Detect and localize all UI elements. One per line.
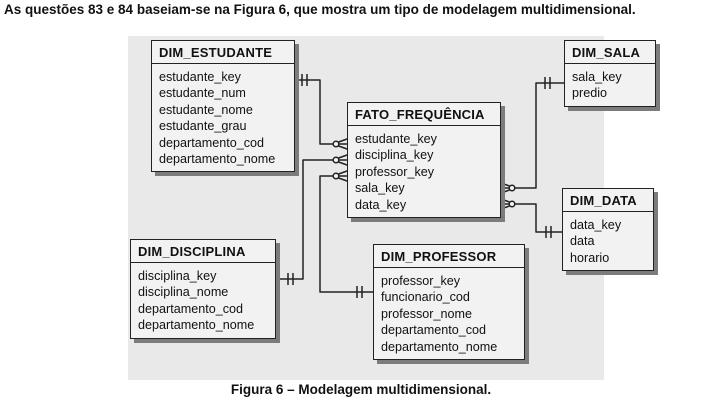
- field: departamento_cod: [138, 301, 244, 316]
- professor-one-mark: [356, 286, 363, 298]
- field: disciplina_nome: [138, 285, 229, 300]
- field: departamento_nome: [138, 318, 255, 333]
- table-dim-data: DIM_DATA data_key data horario: [562, 188, 654, 272]
- table-title: DIM_DISCIPLINA: [131, 240, 275, 263]
- sala-zero-mark: [508, 184, 516, 192]
- disciplina-one-mark: [287, 273, 294, 285]
- field: professor_key: [381, 274, 461, 288]
- table-dim-disciplina: DIM_DISCIPLINA disciplina_key disciplina…: [130, 239, 276, 339]
- relation-sala-line: [501, 82, 564, 189]
- field: departamento_cod: [381, 323, 487, 338]
- field: sala_key: [572, 70, 622, 84]
- table-dim-professor: DIM_PROFESSOR professor_key funcionario_…: [373, 244, 525, 361]
- relation-estudante-line: [296, 79, 347, 145]
- field: sala_key: [355, 181, 405, 196]
- field: estudante_num: [159, 86, 246, 101]
- field: data_key: [355, 197, 407, 212]
- field-list: data_key data horario: [563, 212, 653, 270]
- field: horario: [570, 250, 610, 265]
- field: funcionario_cod: [381, 290, 470, 305]
- field: disciplina_key: [355, 148, 434, 163]
- table-title: DIM_DATA: [563, 189, 653, 212]
- field: estudante_grau: [159, 119, 247, 134]
- field-list: estudante_key estudante_num estudante_no…: [152, 64, 294, 171]
- estudante-one-mark: [301, 74, 308, 86]
- field: data: [570, 234, 595, 249]
- table-dim-estudante: DIM_ESTUDANTE estudante_key estudante_nu…: [151, 40, 295, 173]
- table-fato-frequencia: FATO_FREQUÊNCIA estudante_key disciplina…: [347, 102, 501, 219]
- relation-data-line: [501, 203, 562, 233]
- field: departamento_cod: [159, 135, 265, 150]
- field-list: estudante_key disciplina_key professor_k…: [348, 126, 500, 217]
- professor-zero-mark: [332, 172, 340, 180]
- data-zero-mark: [508, 200, 516, 208]
- field-list: sala_key predio: [565, 64, 655, 106]
- field: estudante_key: [159, 70, 241, 84]
- field: professor_nome: [381, 306, 473, 321]
- field-list: professor_key funcionario_cod professor_…: [374, 268, 524, 359]
- figure-caption: Figura 6 – Modelagem multidimensional.: [230, 382, 492, 397]
- intro-text: As questões 83 e 84 baseiam-se na Figura…: [4, 2, 636, 17]
- table-title: FATO_FREQUÊNCIA: [348, 103, 500, 126]
- field: professor_key: [355, 164, 435, 179]
- table-dim-sala: DIM_SALA sala_key predio: [564, 40, 656, 107]
- disciplina-zero-mark: [332, 156, 340, 164]
- field: predio: [572, 86, 608, 101]
- field: disciplina_key: [138, 269, 217, 283]
- data-one-mark: [545, 226, 552, 238]
- estudante-zero-mark: [332, 140, 340, 148]
- table-title: DIM_ESTUDANTE: [152, 41, 294, 64]
- table-title: DIM_SALA: [565, 41, 655, 64]
- field: data_key: [570, 218, 622, 232]
- field: departamento_nome: [381, 339, 498, 354]
- field-list: disciplina_key disciplina_nome departame…: [131, 263, 275, 338]
- relation-disciplina-line: [276, 159, 347, 280]
- field: estudante_key: [355, 132, 437, 146]
- field: departamento_nome: [159, 152, 276, 167]
- field: estudante_nome: [159, 102, 253, 117]
- sala-one-mark: [544, 77, 551, 89]
- table-title: DIM_PROFESSOR: [374, 245, 524, 268]
